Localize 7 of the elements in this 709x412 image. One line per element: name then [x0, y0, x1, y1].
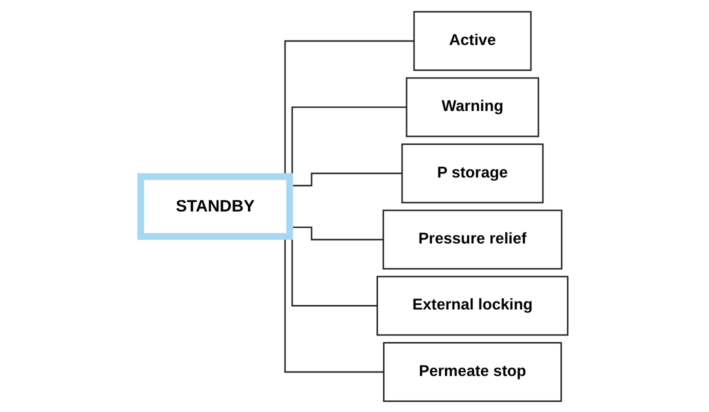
node-box: Pressure relief: [382, 209, 563, 270]
node-box: Warning: [406, 76, 540, 137]
node-box: Permeate stop: [383, 342, 562, 402]
node-box: Active: [414, 10, 532, 70]
node-box: P storage: [402, 142, 544, 203]
node-box: STANDBY: [138, 172, 294, 240]
node-box: External locking: [376, 275, 569, 336]
